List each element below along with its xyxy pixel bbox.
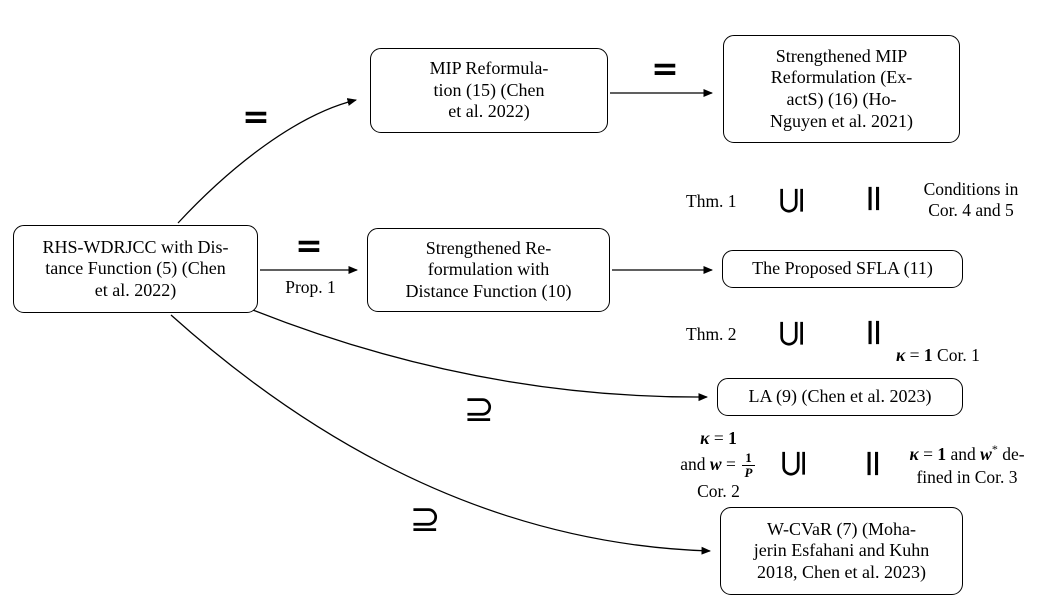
thm2-label: Thm. 2 [686,324,737,344]
box-strengthened-reformulation: Strengthened Re- formulation with Distan… [367,228,610,312]
equals-icon-top: = [242,96,270,136]
prop1-label: Prop. 1 [285,277,336,297]
arrow-rhs-to-mip [177,98,357,224]
box-strengthened-reformulation-text: Strengthened Re- formulation with Distan… [405,237,572,301]
w-symbol: w [709,453,722,474]
kappa-cor1-label: κ = 1 Cor. 1 [896,324,980,366]
subset-glyph: ⊆ [769,317,813,349]
cor3-line2: fined in Cor. 3 [916,467,1018,488]
equals-text: = [905,345,924,365]
box-mip-reformulation-text: MIP Reformula- tion (15) (Chen et al. 20… [429,58,549,122]
and-text: and [680,453,710,474]
equals-text: = [709,428,729,448]
equals-icon-mip: = [651,48,679,88]
conditions-cor45-label: Conditions in Cor. 4 and 5 [923,179,1019,220]
box-strengthened-mip: Strengthened MIP Reformulation (Ex- actS… [723,35,960,143]
and-text: and [946,443,981,464]
box-la: LA (9) (Chen et al. 2023) [717,378,963,416]
kappa-symbol: κ [896,345,906,365]
de-text: de- [997,443,1025,464]
vertical-equals-icon-2: = [853,310,897,354]
box-proposed-sfla-text: The Proposed SFLA (11) [752,258,933,279]
subset-glyph: ⊆ [769,184,813,216]
box-w-cvar-text: W-CVaR (7) (Moha- jerin Esfahani and Kuh… [753,518,930,582]
vertical-subset-icon-1: ⊆ [769,178,813,222]
cor1-text: Cor. 1 [932,345,980,365]
kappa-symbol: κ [909,443,919,464]
box-rhs-wdrjcc: RHS-WDRJCC with Dis- tance Function (5) … [13,225,258,313]
superset-icon-wcvar: ⊇ [409,496,441,540]
star-symbol: * [991,442,998,456]
thm1-label: Thm. 1 [686,191,737,211]
box-la-text: LA (9) (Chen et al. 2023) [748,386,932,407]
box-rhs-wdrjcc-text: RHS-WDRJCC with Dis- tance Function (5) … [42,236,229,300]
equals-text: = [721,453,741,474]
w-star-symbol: w [980,443,992,464]
vertical-subset-icon-3: ⊆ [771,441,815,485]
equals-glyph: = [853,182,897,214]
equals-icon-mid: = [295,225,323,265]
subset-glyph: ⊆ [771,447,815,479]
box-mip-reformulation: MIP Reformula- tion (15) (Chen et al. 20… [370,48,608,133]
cor2-line1: κ = 1 [700,427,737,451]
one-symbol: 1 [728,428,737,448]
box-proposed-sfla: The Proposed SFLA (11) [722,250,963,288]
equals-text: = [918,443,938,464]
cor3-condition-label: κ = 1 and w* de- fined in Cor. 3 [878,441,1056,490]
box-strengthened-mip-text: Strengthened MIP Reformulation (Ex- actS… [770,45,913,131]
box-w-cvar: W-CVaR (7) (Moha- jerin Esfahani and Kuh… [720,507,963,595]
equals-glyph: = [853,316,897,348]
one-symbol: 1 [923,345,933,365]
vertical-subset-icon-2: ⊆ [769,311,813,355]
fraction-numerator: 1 [742,450,755,466]
fraction-denominator: P [744,464,753,480]
arrow-rhs-to-la [252,309,708,402]
cor2-line3: Cor. 2 [697,481,740,502]
kappa-symbol: κ [700,428,710,448]
cor3-line1: κ = 1 and w* de- [909,441,1024,466]
superset-icon-la: ⊇ [463,386,495,430]
arrow-rhs-to-wcvar [170,314,711,555]
one-symbol: 1 [937,443,947,464]
